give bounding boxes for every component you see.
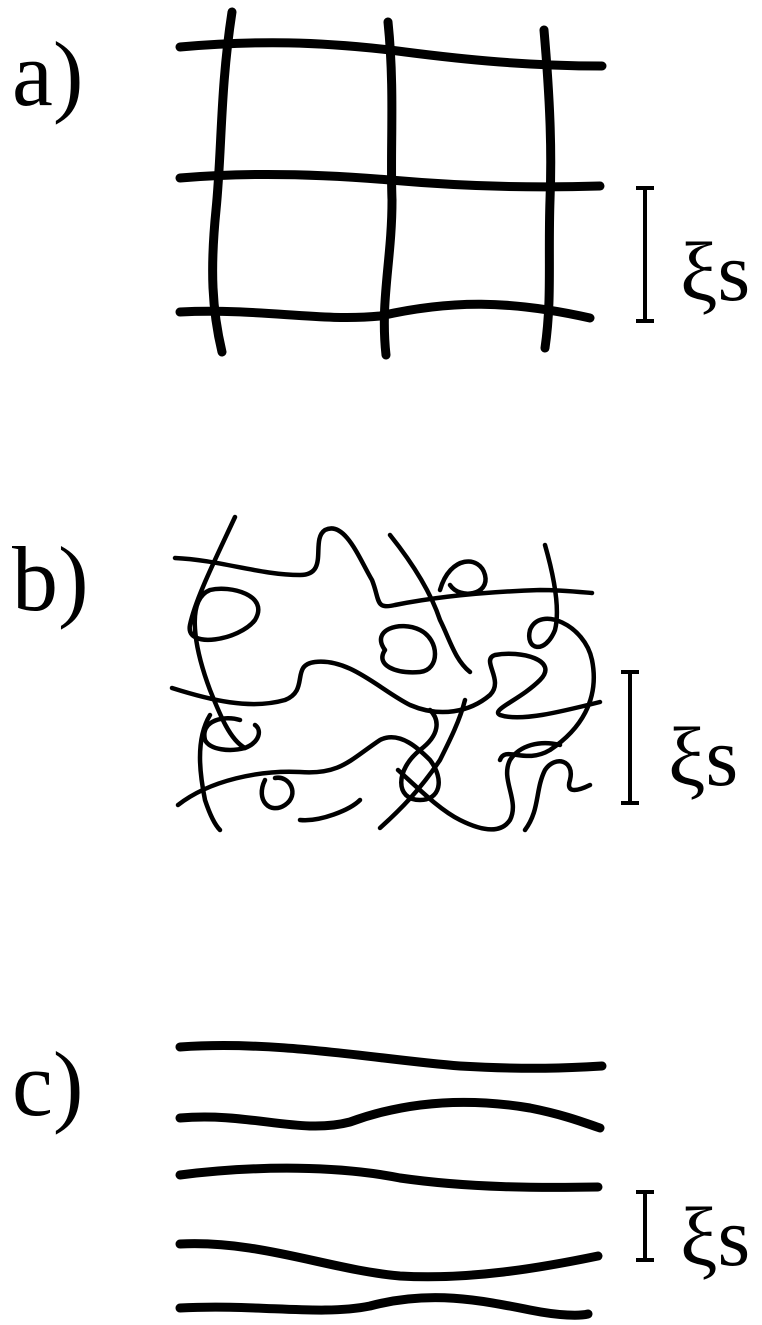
scale-bar-a bbox=[636, 186, 654, 323]
chain-strand bbox=[169, 651, 603, 720]
panel-b: b) ξs bbox=[12, 514, 738, 833]
chain-loop bbox=[437, 559, 488, 596]
panel-a-label: a) bbox=[12, 23, 83, 125]
scale-label-b: ξs bbox=[668, 711, 738, 804]
scale-label-c: ξs bbox=[680, 1191, 750, 1284]
chain-strand bbox=[497, 542, 596, 763]
aligned-strand bbox=[175, 1041, 607, 1073]
aligned-strand bbox=[175, 1163, 603, 1192]
chain-strand bbox=[202, 715, 262, 753]
aligned-strand bbox=[175, 1097, 605, 1133]
scale-bar-b bbox=[621, 670, 639, 805]
panel-b-label: b) bbox=[12, 528, 89, 630]
tangled-chains bbox=[169, 514, 603, 833]
chain-loop bbox=[259, 775, 295, 811]
panel-a: a) ξs bbox=[12, 7, 750, 360]
aligned-strands bbox=[175, 1041, 607, 1320]
scale-label-a: ξs bbox=[680, 226, 750, 319]
grid-vertical-strand bbox=[539, 25, 556, 353]
chain-strand bbox=[175, 707, 441, 808]
grid-vertical-strand bbox=[379, 17, 397, 360]
panel-c-label: c) bbox=[12, 1033, 83, 1135]
grid-vertical-strand bbox=[208, 7, 237, 357]
aligned-strand bbox=[175, 1293, 593, 1320]
chain-strand bbox=[197, 712, 223, 833]
chain-strand bbox=[297, 797, 363, 823]
chain-loop bbox=[378, 623, 438, 675]
panel-c: c) ξs bbox=[12, 1033, 750, 1320]
chain-strand bbox=[187, 514, 261, 751]
chain-strand bbox=[387, 532, 473, 675]
chain-strand bbox=[395, 740, 563, 832]
scale-bar-c bbox=[636, 1190, 654, 1262]
chain-strand bbox=[522, 759, 593, 833]
chain-strand bbox=[172, 526, 595, 609]
network-grid bbox=[175, 7, 607, 360]
chain-strand bbox=[377, 697, 468, 831]
aligned-strand bbox=[175, 1239, 603, 1282]
